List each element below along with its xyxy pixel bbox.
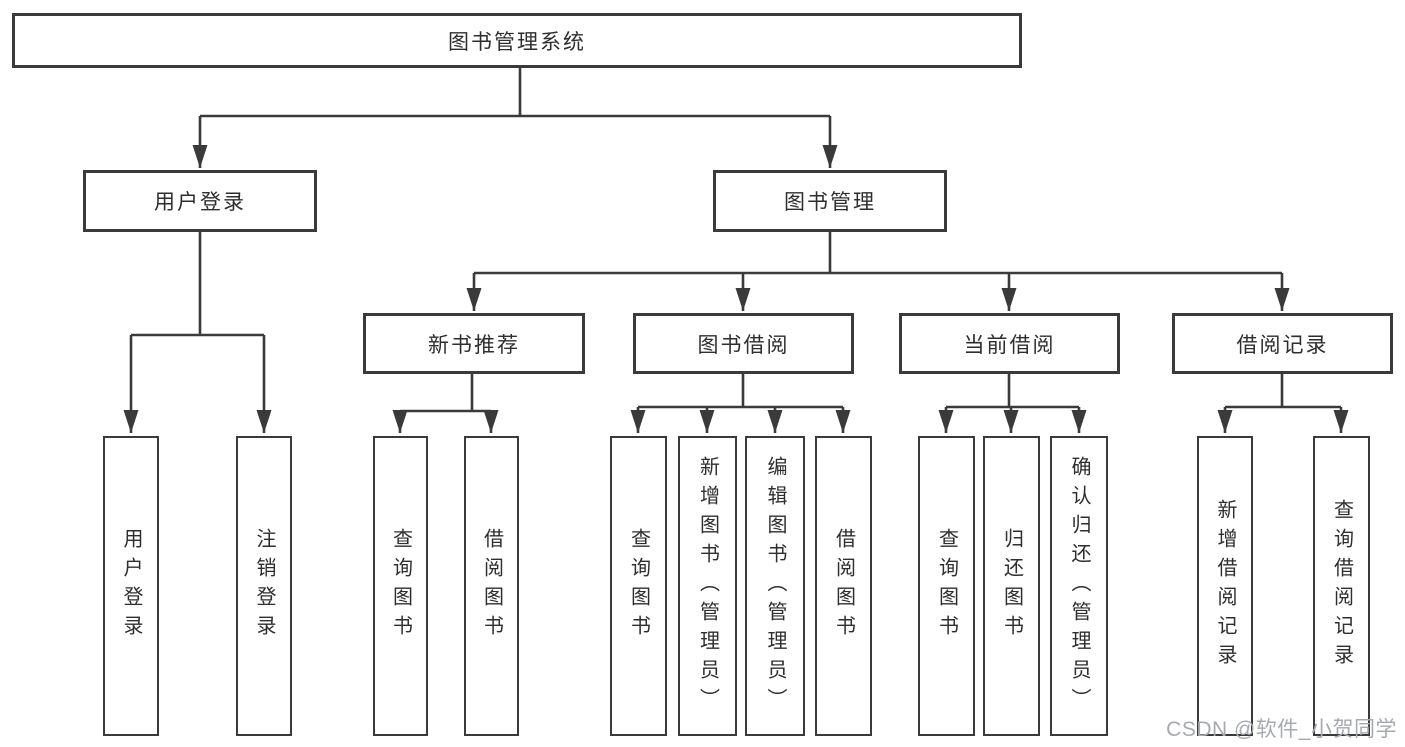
node-leaf-query-books-borrow: 查询图书 [610,436,667,736]
node-library-system: 图书管理系统 [12,13,1022,68]
node-leaf-logout: 注销登录 [236,436,292,736]
node-leaf-borrow-books: 借阅图书 [815,436,872,736]
node-leaf-add-book-admin: 新增图书（管理员） [678,436,737,736]
node-leaf-add-borrow-record: 新增借阅记录 [1197,436,1253,736]
node-current-borrow: 当前借阅 [899,313,1120,374]
node-leaf-confirm-return-admin: 确认归还（管理员） [1050,436,1108,736]
node-leaf-query-books-recommend: 查询图书 [373,436,428,736]
node-user-login: 用户登录 [83,170,317,232]
node-book-management: 图书管理 [713,170,947,232]
node-leaf-user-login: 用户登录 [103,436,159,736]
node-book-borrow: 图书借阅 [633,313,854,374]
node-leaf-borrow-books-recommend: 借阅图书 [464,436,519,736]
node-leaf-query-books-current: 查询图书 [918,436,975,736]
node-borrow-records: 借阅记录 [1172,313,1393,374]
node-leaf-edit-book-admin: 编辑图书（管理员） [745,436,805,736]
watermark-text: CSDN @软件_小贺同学 [1166,718,1397,741]
node-leaf-query-borrow-record: 查询借阅记录 [1313,436,1370,736]
node-leaf-return-books: 归还图书 [983,436,1040,736]
node-new-book-recommend: 新书推荐 [363,313,585,374]
